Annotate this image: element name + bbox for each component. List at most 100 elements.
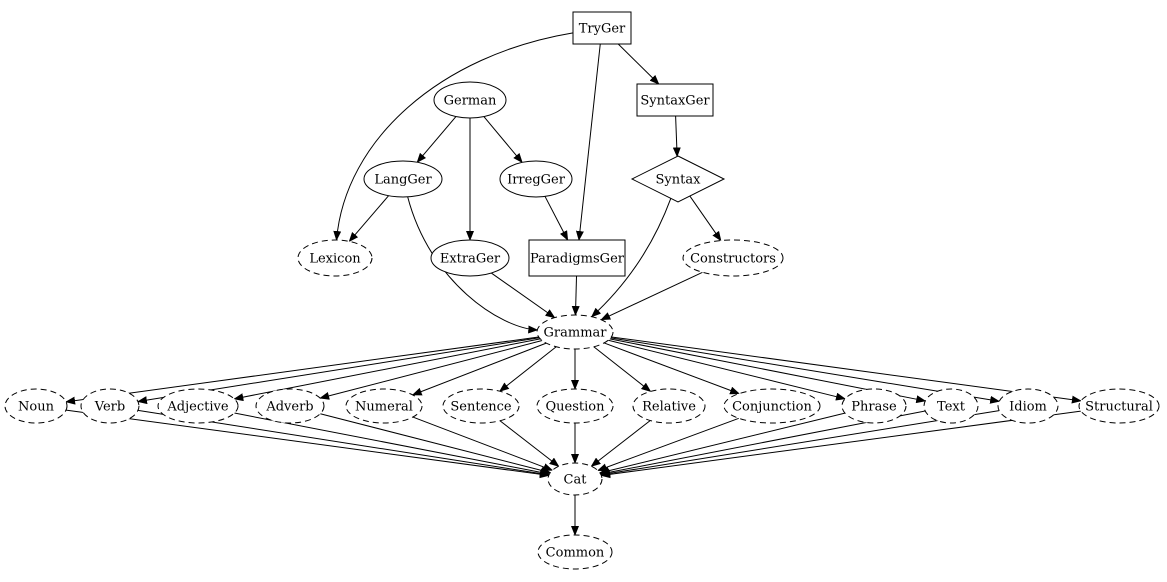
node-Adjective-label: Adjective — [166, 400, 228, 415]
node-IrregGer: IrregGer — [499, 160, 573, 198]
node-ExtraGer-ellipse — [430, 239, 510, 277]
node-Verb-label: Verb — [94, 400, 125, 415]
node-Numeral-label: Numeral — [355, 400, 413, 415]
node-LangGer: LangGer — [363, 160, 443, 198]
node-Text-ellipse — [923, 388, 979, 424]
node-Noun: Noun — [4, 388, 68, 424]
node-German-ellipse — [433, 81, 507, 119]
node-Lexicon: Lexicon — [297, 239, 373, 277]
edge-German-to-LangGer — [416, 116, 457, 164]
node-Noun-label: Noun — [18, 400, 55, 415]
node-Cat-ellipse — [547, 462, 603, 496]
node-Syntax-diamond — [630, 155, 726, 203]
node-Text-label: Text — [937, 400, 966, 415]
node-Structural: Structural — [1078, 388, 1160, 424]
node-ExtraGer: ExtraGer — [430, 239, 510, 277]
node-Sentence-ellipse — [442, 388, 520, 424]
node-Lexicon-label: Lexicon — [309, 252, 361, 267]
edge-Idiom-to-Cat — [600, 410, 1000, 478]
edge-Syntax-to-Grammar — [590, 198, 672, 318]
edge-Grammar-to-Sentence — [498, 346, 557, 392]
node-Sentence: Sentence — [442, 388, 520, 424]
node-Phrase: Phrase — [841, 388, 907, 424]
edge-ParadigmsGer-to-Grammar — [571, 275, 580, 317]
edge-Grammar-to-Adverb — [319, 340, 543, 400]
node-Syntax: Syntax — [630, 155, 726, 203]
edge-Adverb-to-Cat — [320, 413, 552, 475]
edge-Grammar-to-Conjunction — [603, 342, 741, 395]
node-Question: Question — [536, 388, 614, 424]
node-Adjective: Adjective — [157, 388, 239, 424]
node-Relative-label: Relative — [642, 400, 696, 415]
node-ParadigmsGer-label: ParadigmsGer — [530, 252, 625, 267]
node-Constructors-label: Constructors — [690, 252, 776, 267]
node-SyntaxGer: SyntaxGer — [636, 83, 714, 117]
edge-TryGer-to-ParadigmsGer — [575, 43, 601, 241]
node-Constructors: Constructors — [682, 239, 784, 277]
node-Text: Text — [923, 388, 979, 424]
edge-Noun-to-Cat — [66, 409, 550, 479]
node-Conjunction: Conjunction — [723, 388, 821, 424]
node-Numeral-ellipse — [345, 388, 423, 424]
edge-Structural-to-Cat — [600, 410, 1081, 479]
node-Idiom: Idiom — [997, 388, 1059, 424]
node-Verb: Verb — [80, 388, 140, 424]
node-Noun-ellipse — [4, 388, 68, 424]
edge-ExtraGer-to-Grammar — [491, 272, 556, 319]
node-Adverb-ellipse — [255, 388, 325, 424]
node-Syntax-label: Syntax — [656, 173, 702, 188]
node-Common-ellipse — [537, 534, 613, 570]
node-ExtraGer-label: ExtraGer — [440, 252, 501, 267]
node-Structural-label: Structural — [1085, 400, 1153, 415]
node-Adjective-ellipse — [157, 388, 239, 424]
node-Question-ellipse — [536, 388, 614, 424]
node-TryGer-box — [572, 11, 632, 45]
node-Adverb: Adverb — [255, 388, 325, 424]
edge-German-to-IrregGer — [483, 116, 523, 164]
node-Conjunction-ellipse — [723, 388, 821, 424]
node-SyntaxGer-box — [636, 83, 714, 117]
node-IrregGer-label: IrregGer — [507, 173, 566, 188]
edge-LangGer-to-Lexicon — [348, 195, 389, 243]
edge-IrregGer-to-ParadigmsGer — [544, 196, 569, 241]
node-Lexicon-ellipse — [297, 239, 373, 277]
node-German-label: German — [444, 94, 497, 109]
node-Common: Common — [537, 534, 613, 570]
node-ParadigmsGer: ParadigmsGer — [528, 239, 626, 277]
node-Verb-ellipse — [80, 388, 140, 424]
node-Constructors-ellipse — [682, 239, 784, 277]
edge-Grammar-to-Numeral — [411, 342, 547, 396]
node-Adverb-label: Adverb — [265, 400, 313, 415]
edge-Numeral-to-Cat — [412, 416, 554, 471]
edge-SyntaxGer-to-Syntax — [672, 115, 681, 158]
node-Conjunction-label: Conjunction — [732, 400, 812, 415]
node-LangGer-label: LangGer — [374, 173, 432, 188]
node-Relative: Relative — [632, 388, 706, 424]
node-Idiom-label: Idiom — [1009, 400, 1047, 415]
node-German: German — [433, 81, 507, 119]
node-Cat: Cat — [547, 462, 603, 496]
edge-Grammar-to-Noun — [65, 336, 539, 405]
edge-TryGer-to-Lexicon — [333, 32, 574, 242]
edge-Constructors-to-Grammar — [600, 271, 703, 321]
node-Sentence-label: Sentence — [450, 400, 512, 415]
edge-Phrase-to-Cat — [598, 412, 846, 475]
node-Common-label: Common — [546, 546, 605, 561]
node-IrregGer-ellipse — [499, 160, 573, 198]
edge-Grammar-to-Relative — [593, 346, 652, 393]
edge-LangGer-to-Grammar — [407, 196, 539, 334]
node-Numeral: Numeral — [345, 388, 423, 424]
node-Structural-ellipse — [1078, 388, 1160, 424]
node-TryGer-label: TryGer — [579, 22, 626, 37]
node-Question-label: Question — [546, 400, 606, 415]
edge-TryGer-to-SyntaxGer — [617, 43, 660, 85]
node-Relative-ellipse — [632, 388, 706, 424]
node-Idiom-ellipse — [997, 388, 1059, 424]
edge-Grammar-to-Phrase — [608, 339, 846, 401]
node-SyntaxGer-label: SyntaxGer — [640, 94, 710, 109]
node-Grammar-label: Grammar — [544, 326, 608, 341]
node-Grammar: Grammar — [536, 314, 614, 350]
edge-Relative-to-Cat — [590, 420, 651, 467]
